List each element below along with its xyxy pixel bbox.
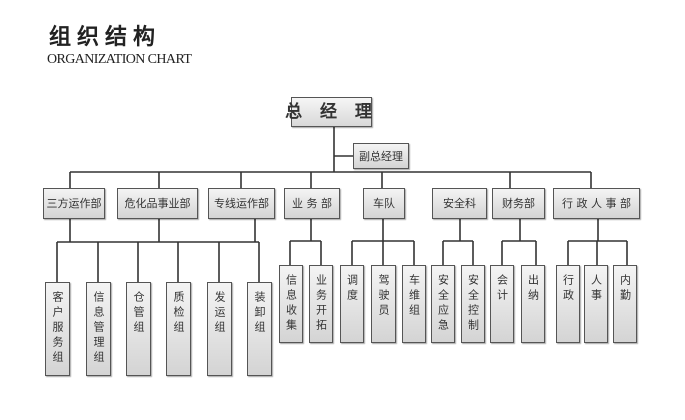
- unit-box: 会计: [490, 265, 514, 343]
- dept-box: 行 政 人 事 部: [553, 188, 640, 219]
- unit-label: 发运组: [213, 291, 226, 336]
- dept-box: 车队: [363, 188, 405, 219]
- dept-label: 危化品事业部: [124, 197, 191, 210]
- unit-label: 安全控制: [466, 274, 480, 334]
- unit-box: 出纳: [521, 265, 545, 343]
- dept-box: 专线运作部: [208, 188, 275, 219]
- dept-box: 业 务 部: [284, 188, 340, 219]
- title-chinese: 组织结构: [49, 25, 162, 50]
- unit-label: 出纳: [526, 274, 540, 304]
- unit-box: 质检组: [166, 282, 191, 376]
- unit-box: 车维组: [402, 265, 426, 343]
- unit-box: 安全控制: [461, 265, 485, 343]
- unit-label: 调度: [345, 274, 359, 304]
- dept-label: 专线运作部: [214, 197, 269, 210]
- unit-box: 业务开拓: [309, 265, 333, 343]
- dept-box: 财务部: [492, 188, 545, 219]
- unit-label: 质检组: [172, 291, 185, 336]
- unit-box: 信息管理组: [86, 282, 111, 376]
- dept-label: 财务部: [502, 197, 535, 210]
- unit-label: 会计: [495, 274, 509, 304]
- ceo-label: 总 经 理: [285, 102, 378, 122]
- dept-label: 三方运作部: [46, 197, 102, 210]
- unit-box: 发运组: [207, 282, 232, 376]
- title-english: ORGANIZATION CHART: [47, 52, 192, 67]
- unit-label: 内勤: [618, 274, 632, 304]
- dept-label: 车队: [373, 197, 395, 210]
- unit-box: 仓管组: [126, 282, 151, 376]
- unit-box: 行政: [556, 265, 580, 343]
- dept-box: 安全科: [432, 188, 487, 219]
- deputy-box: 副总经理: [353, 143, 409, 169]
- unit-label: 客户服务组: [51, 291, 64, 366]
- unit-box: 客户服务组: [45, 282, 70, 376]
- unit-label: 安全应急: [436, 274, 450, 334]
- unit-label: 信息管理组: [92, 291, 105, 366]
- unit-box: 驾驶员: [371, 265, 396, 343]
- unit-label: 行政: [561, 274, 575, 304]
- ceo-box: 总 经 理: [285, 97, 372, 127]
- unit-box: 调度: [340, 265, 364, 343]
- unit-box: 安全应急: [431, 265, 455, 343]
- unit-box: 人事: [584, 265, 608, 343]
- deputy-label: 副总经理: [359, 149, 403, 163]
- dept-label: 业 务 部: [292, 197, 332, 210]
- unit-label: 业务开拓: [314, 274, 328, 334]
- unit-box: 信息收集: [279, 265, 303, 343]
- dept-box: 三方运作部: [43, 188, 105, 219]
- unit-label: 驾驶员: [377, 274, 390, 319]
- unit-box: 装卸组: [247, 282, 272, 376]
- dept-label: 行 政 人 事 部: [562, 197, 631, 210]
- unit-label: 车维组: [407, 274, 421, 319]
- unit-label: 人事: [589, 274, 603, 304]
- unit-label: 装卸组: [253, 291, 266, 336]
- unit-label: 信息收集: [284, 274, 298, 334]
- unit-label: 仓管组: [132, 291, 145, 336]
- unit-box: 内勤: [613, 265, 637, 343]
- dept-label: 安全科: [443, 197, 476, 210]
- dept-box: 危化品事业部: [117, 188, 198, 219]
